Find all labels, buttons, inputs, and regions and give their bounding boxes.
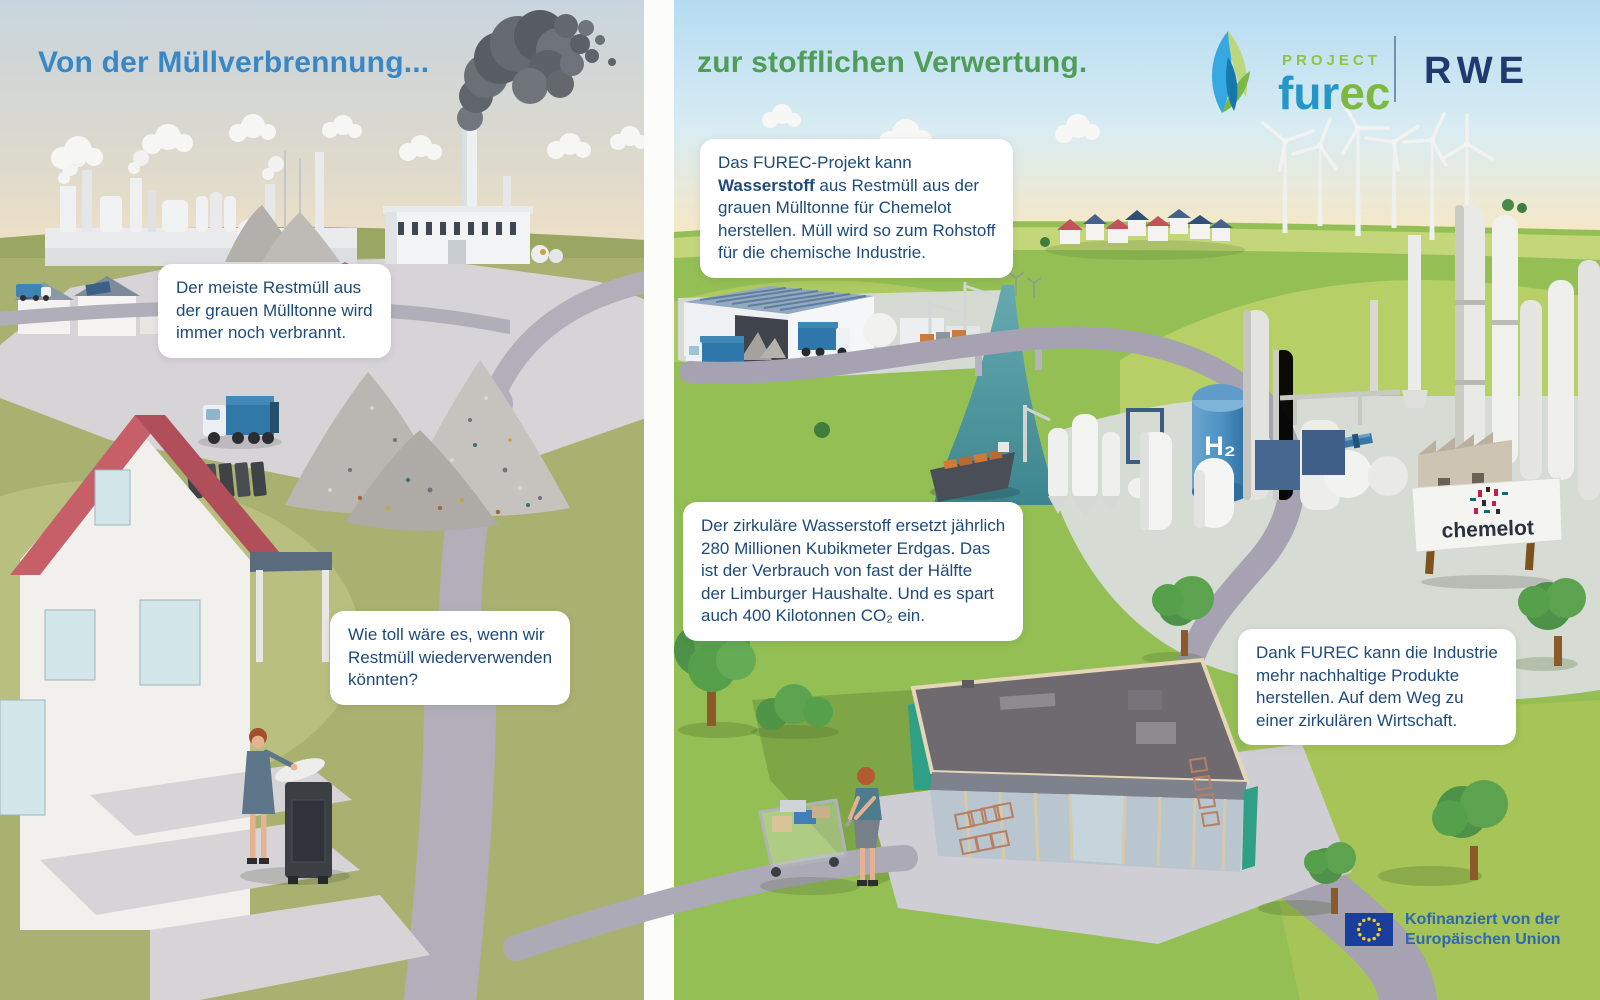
person-trash-bin	[240, 728, 350, 885]
left-clouds	[51, 114, 646, 169]
bubble-incineration: Der meiste Restmüll aus der grauen Müllt…	[158, 264, 391, 358]
bubble-hydrogen-stats: Der zirkuläre Wasserstoff ersetzt jährli…	[683, 502, 1024, 642]
village	[1040, 209, 1245, 260]
split-divider	[644, 0, 674, 1000]
furec-word-ec: ec	[1339, 67, 1390, 119]
waste-piles-main	[285, 360, 570, 531]
entrance-door	[1070, 794, 1125, 864]
title-right: zur stofflichen Verwertung.	[697, 46, 1088, 79]
bubble-industry: Dank FUREC kann die Industrie mehr nachh…	[1238, 629, 1516, 746]
crossing-path	[503, 845, 918, 961]
furec-leaf-icon	[1211, 31, 1250, 113]
bridge-leg	[975, 352, 982, 376]
chemelot-logo-dots	[1470, 487, 1508, 514]
eu-badge-line2: Europäischen Union	[1405, 930, 1561, 948]
shopping-cart-rows	[953, 756, 1221, 856]
fascia	[930, 772, 1247, 800]
furec-wordmark: furec	[1278, 67, 1391, 119]
chemelot-sign: chemelot	[1411, 477, 1563, 589]
furec-word-fur: fur	[1278, 67, 1339, 119]
rwe-logo: RWE	[1424, 50, 1530, 92]
incinerator-building	[383, 124, 563, 264]
furec-intro-post: aus Restmüll aus der grauen Mülltonne fü…	[718, 175, 996, 263]
eu-cofunding-badge: Kofinanziert von der Europäischen Union	[1345, 910, 1561, 949]
eu-badge-line1: Kofinanziert von der	[1405, 911, 1560, 928]
chemelot-plant	[1243, 205, 1600, 535]
woman-skirt	[854, 820, 880, 848]
tree-bottom-right	[1378, 780, 1508, 886]
garbage-truck-left	[198, 396, 282, 449]
woman-hair	[857, 767, 875, 785]
eu-flag-icon	[1345, 913, 1393, 947]
woman-dress	[242, 751, 275, 814]
bubble-question: Wie toll wäre es, wenn wir Restmüll wied…	[330, 611, 571, 705]
supermarket-roof	[913, 660, 1247, 782]
small-truck-left	[16, 284, 51, 301]
furec-intro-bold: Wasserstoff	[718, 175, 815, 195]
chemelot-sign-label: chemelot	[1441, 516, 1534, 542]
cargo-boat	[930, 405, 1051, 502]
waste-piles-back	[225, 205, 340, 262]
left-scene-incineration	[0, 0, 646, 1000]
eu-badge-text: Kofinanziert von der Europäischen Union	[1405, 910, 1561, 949]
tree-right-mid	[1142, 576, 1214, 664]
furec-project-text: PROJECT	[1282, 52, 1381, 69]
furec-intro-pre: Das FUREC-Projekt kann	[718, 153, 912, 172]
facility-trucks	[686, 322, 850, 373]
wind-turbines	[1007, 101, 1494, 298]
white-tanks	[1140, 432, 1234, 530]
h2-tank-label: H₂	[1204, 431, 1236, 461]
logo-divider-line	[1394, 36, 1396, 102]
title-left: Von der Müllverbrennung...	[38, 46, 430, 79]
bubble-furec-intro: Das FUREC-Projekt kann Wasserstoff aus R…	[700, 139, 1014, 279]
bushes	[751, 684, 839, 739]
bridge-leg	[1035, 344, 1042, 370]
smoke-plume	[457, 10, 616, 131]
teal-accent-right	[1242, 786, 1258, 870]
tree-bottom-small	[1258, 842, 1356, 916]
person-shopping-cart	[758, 767, 882, 895]
bin-lid	[275, 758, 325, 782]
porch-roof	[250, 552, 332, 572]
supermarket	[908, 657, 1258, 872]
tree-right-edge	[1510, 578, 1586, 671]
furec-logo: PROJECT furec	[1211, 31, 1391, 119]
